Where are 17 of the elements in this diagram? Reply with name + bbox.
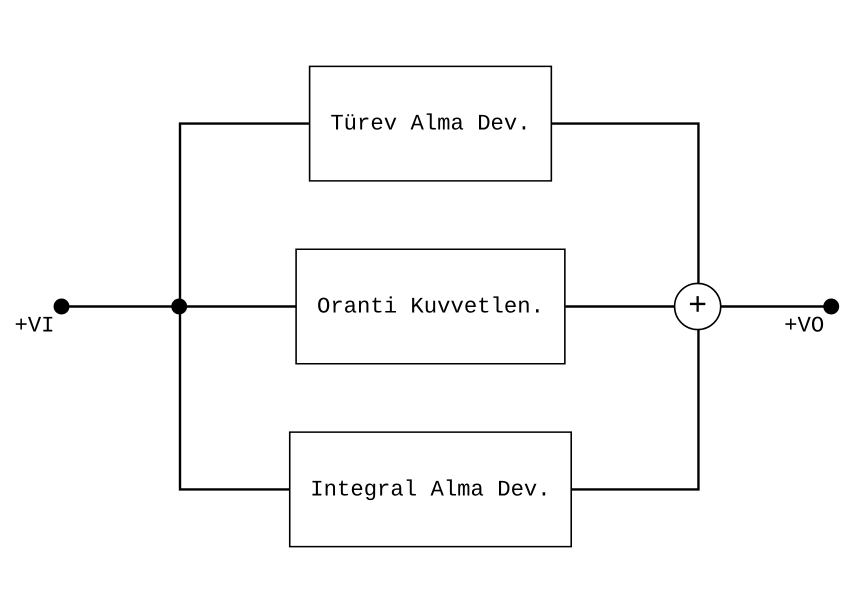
connector [178,313,290,490]
node-circle [54,298,70,314]
node-box: Oranti Kuvvetlen. [295,248,566,364]
node-circle [171,298,188,314]
connector [186,304,296,308]
connector [572,329,700,490]
node-circle [823,298,840,314]
node-label: +VI [14,312,55,338]
connector [566,304,674,308]
node-label: +VO [784,312,824,338]
node-circle: + [674,282,722,330]
connector [552,122,700,283]
connector [69,304,172,308]
node-box: Integral Alma Dev. [288,430,572,547]
connector [720,304,824,308]
node-box: Türev Alma Dev. [308,65,552,182]
connector [178,122,309,299]
